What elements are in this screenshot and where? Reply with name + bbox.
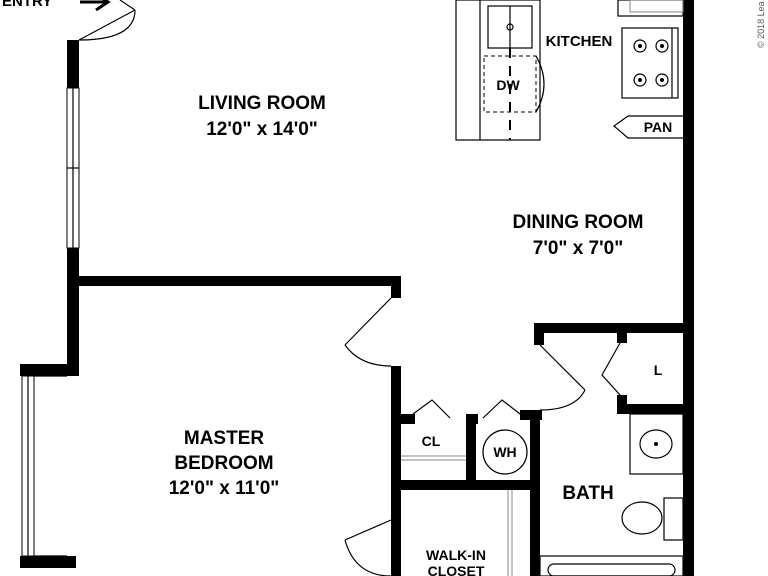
walls xyxy=(20,0,694,576)
pantry-label: PAN xyxy=(644,119,673,135)
master-bedroom-name-2: BEDROOM xyxy=(174,453,273,474)
bath-label: BATH xyxy=(562,483,613,504)
dishwasher-label: DW xyxy=(496,77,520,93)
water-heater-label: WH xyxy=(493,444,516,460)
closet-label: CL xyxy=(422,433,441,449)
master-bedroom-dims: 12'0" x 11'0" xyxy=(169,478,280,499)
kitchen-fixtures xyxy=(455,0,684,141)
walk-in-closet-name-1: WALK-IN xyxy=(426,547,486,563)
doors xyxy=(78,0,621,576)
entry-arrow-icon xyxy=(80,0,111,12)
master-bedroom-name-1: MASTER xyxy=(184,428,265,449)
living-room-name: LIVING ROOM xyxy=(198,93,326,114)
dining-room-name: DINING ROOM xyxy=(513,212,644,233)
walk-in-closet-name-2: CLOSET xyxy=(428,563,485,576)
bath-fixtures xyxy=(401,413,684,576)
windows xyxy=(21,87,80,557)
copyright-text: © 2018 Lea xyxy=(756,1,766,48)
kitchen-label: KITCHEN xyxy=(546,33,613,50)
linen-label: L xyxy=(654,362,663,378)
living-room-dims: 12'0" x 14'0" xyxy=(206,119,318,140)
entry-label: ENTRY xyxy=(2,0,52,10)
dining-room-dims: 7'0" x 7'0" xyxy=(533,238,623,259)
